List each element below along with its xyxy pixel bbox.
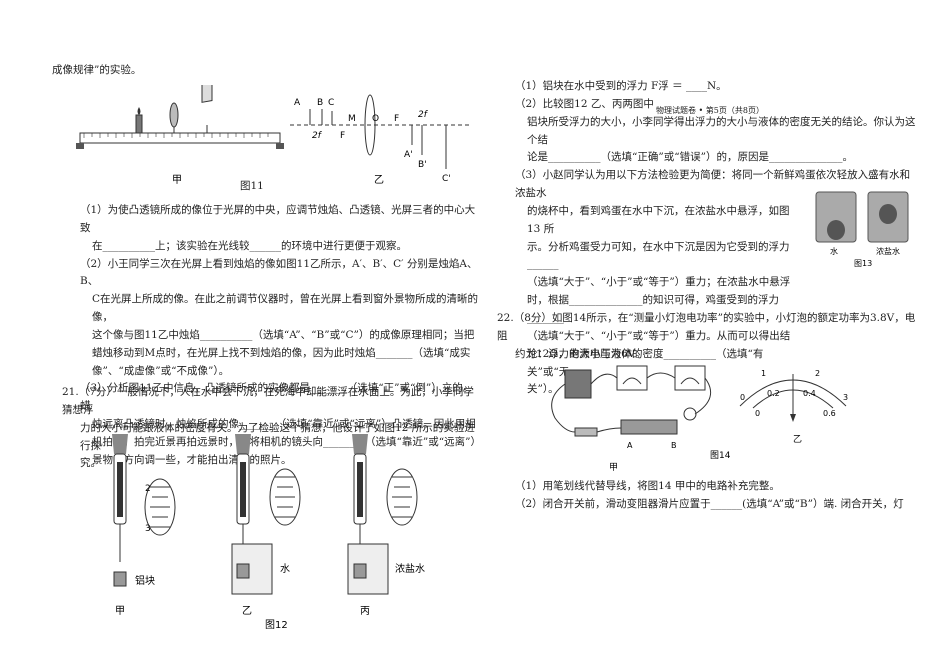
question-21: 21.（7分）一般情况下，人在水中会下沉，在死海中却能漂浮在水面上。为此，小李同… [62, 384, 482, 473]
figure-11: 甲 A B C M O F 2f F 2f A' B' C' 乙 [62, 75, 482, 190]
fig14-caption: 图14 [710, 450, 731, 461]
q20-part2-line2: C在光屏上所成的像。在此之前调节仪器时，曾在光屏上看到窗外景物所成的清晰的像， [92, 293, 479, 324]
q21-line3: 究。 [80, 457, 101, 470]
q22-part1: （1）用笔划线代替导线，将图14 甲中的电路补充完整。 [515, 480, 780, 492]
r-q2-line3: 论是__________（选填“正确”或“错误”）的，原因是__________… [527, 151, 853, 164]
meter-outer-1: 1 [761, 369, 766, 378]
spring-scale-bing [347, 434, 418, 595]
fig11-point-C: C [328, 98, 334, 108]
r-q2-line1: （2）比较图12 乙、丙两图中 [515, 97, 654, 110]
meter-inner-04: 0.4 [803, 389, 816, 398]
fig12-yi-label: 乙 [242, 605, 252, 617]
fig11-image-A: A' [404, 150, 413, 160]
figure-14-drawing: A B 甲 图14 0 1 2 3 0 0.2 0.4 0.6 乙 [551, 365, 848, 473]
fig11-point-F-right: F [394, 114, 399, 124]
r-q1: （1）铝块在水中受到的浮力 F浮 ＝ ____N。 [515, 80, 727, 92]
fig12-bing-label: 丙 [360, 606, 370, 617]
r-q3-line6: （选填“大于”、“小于”或“等于”）重力。从而可以得出结 [527, 329, 791, 342]
fig14-yi-label: 乙 [793, 434, 802, 445]
q20-part1-line1: （1）为使凸透镜所成的像位于光屏的中央，应调节烛焰、凸透镜、光屏三者的中心大致 [80, 204, 476, 234]
question-22-parts: （1）用笔划线代替导线，将图14 甲中的电路补充完整。 （2）闭合开关前，滑动变… [497, 478, 917, 514]
fig13-brine-label: 浓盐水 [876, 246, 900, 256]
figure-13-drawing: 水 浓盐水 图13 [815, 191, 909, 268]
fig12-jia-tick-3: 3 [145, 524, 151, 534]
q20-part2-line3: 这个像与图11乙中烛焰__________（选填“A”、“B”或“C”）的成像原… [92, 328, 475, 341]
meter-inner-06: 0.6 [823, 409, 836, 418]
q20-part2-line4: 蜡烛移动到M点时，在光屏上找不到烛焰的像，因为此时烛焰_______（选填“成实 [92, 346, 471, 359]
q22-line1: 22.（8分）如图14所示，在“测量小灯泡电功率”的实验中，小灯泡的额定功率为3… [497, 312, 916, 342]
page-header: 物理试题卷 • 第5页（共8页） [656, 106, 764, 115]
q20-part3-line3: 机拍照，拍完近景再拍远景时，应将相机的镜头向________（选填“靠近”或“远… [92, 435, 481, 448]
fig12-jia-tick-2: 2 [145, 484, 151, 494]
fig11-image-C: C' [442, 174, 451, 184]
fig11-point-M: M [348, 114, 356, 124]
meter-outer-0: 0 [740, 393, 745, 402]
fig11-point-2f-right: 2f [418, 110, 429, 120]
q20-part2-line1: （2）小王同学三次在光屏上看到烛焰的像如图11乙所示，A′、B′、C′ 分别是烛… [80, 257, 478, 288]
fig13-water-label: 水 [830, 246, 838, 256]
meter-inner-0: 0 [755, 409, 760, 418]
q20-part3-line2: 烛远离凸透镜时，烛焰所成的像_______（选填“靠近”或“远离”）凸透镜。因此… [92, 418, 476, 431]
fig12-caption: 图12 [265, 619, 288, 631]
q20-part3-line1: （3）分析图11乙中信息，凸透镜所成的实像都是_______（选填“正”或“倒”… [80, 382, 474, 413]
figure-14: A B 甲 图14 0 1 2 3 0 0.2 0.4 0.6 乙 [535, 358, 865, 478]
fig11-jia-label: 甲 [172, 175, 182, 186]
question-22: 22.（8分）如图14所示，在“测量小灯泡电功率”的实验中，小灯泡的额定功率为3… [497, 310, 917, 364]
fig12-water-label: 水 [280, 563, 290, 575]
spring-scale-jia [112, 434, 176, 587]
r-q3-line2: 的烧杯中，看到鸡蛋在水中下沉，在浓盐水中悬浮，如图13 所 [527, 204, 790, 235]
fig14-jia-label: 甲 [609, 462, 618, 473]
fig14-point-B: B [671, 441, 677, 450]
r-q2-line2: 铝块所受浮力的大小，小李同学得出浮力的大小与液体的密度无关的结论。你认为这个结 [527, 115, 916, 146]
meter-inner-02: 0.2 [767, 389, 780, 398]
fig12-brine-label: 浓盐水 [395, 562, 425, 575]
fig11-point-O: O [372, 114, 379, 124]
figure-12-drawing: 2 3 铝块 甲 水 乙 [112, 434, 425, 631]
meter-outer-3: 3 [843, 393, 848, 402]
r-q3-line5: 时，根据______________的知识可得，鸡蛋受到的浮力_______ [527, 294, 779, 324]
r-q3-line4: （选填“大于”、“小于”或“等于”）重力；在浓盐水中悬浮 [527, 276, 791, 289]
r-q3-line7: 论：浮力的大小与液体的密度__________（选填“有关”或“无 [527, 347, 764, 378]
r-q3-line3: 示。分析鸡蛋受力可知，在水中下沉是因为它受到的浮力______ [527, 240, 790, 271]
fig14-point-A: A [627, 441, 633, 450]
q20-part1-line2: 在__________上；该实验在光线较______的环境中进行更便于观察。 [92, 239, 407, 252]
fig11-point-B: B [317, 98, 323, 108]
fig11-image-B: B' [418, 160, 427, 170]
figure-12: 2 3 铝块 甲 水 乙 [90, 432, 470, 632]
r-q3-wrap: 的烧杯中，看到鸡蛋在水中下沉，在浓盐水中悬浮，如图13 所 示。分析鸡蛋受力可知… [497, 203, 797, 399]
q22-part2: （2）闭合开关前，滑动变阻器滑片应置于______(选填“A”或“B”）端. 闭… [515, 497, 904, 510]
fig11-yi-label: 乙 [374, 174, 384, 186]
r-q3-line8: 关”）。 [527, 383, 559, 396]
q21-line2: 力的大小可能跟液体的密度有关。为了检验这个猜想，他设计了如图12 所示的实验进行… [80, 421, 475, 452]
figure-13: 水 浓盐水 图13 [812, 190, 917, 270]
fig11-point-A: A [294, 98, 301, 108]
fig12-jia-label: 甲 [115, 606, 125, 617]
q21-line1: 21.（7分）一般情况下，人在水中会下沉，在死海中却能漂浮在水面上。为此，小李同… [62, 386, 474, 416]
intro-text: 成像规律”的实验。 [52, 64, 142, 76]
q20-part2-line5: 像”、“成虚像”或“不成像”）。 [92, 364, 230, 377]
fig12-block-label: 铝块 [135, 575, 155, 587]
fig13-caption: 图13 [854, 259, 872, 268]
r-q3-line1: （3）小赵同学认为用以下方法检验更为简便：将同一个新鲜鸡蛋依次轻放入盛有水和浓盐… [515, 169, 911, 200]
q22-line2: 约为12Ω，电源电压为6V。 [515, 347, 646, 360]
left-column: 成像规律”的实验。 [52, 62, 472, 80]
spring-scale-yi [231, 434, 301, 595]
fig11-point-2f-left: 2f [312, 131, 323, 141]
figure-11-drawing: 甲 A B C M O F 2f F 2f A' B' C' 乙 [76, 75, 470, 186]
question-20: （1）为使凸透镜所成的像位于光屏的中央，应调节烛焰、凸透镜、光屏三者的中心大致 … [62, 202, 482, 470]
right-column: （1）铝块在水中受到的浮力 F浮 ＝ ____N。 （2）比较图12 乙、丙两图… [497, 78, 917, 399]
meter-outer-2: 2 [815, 369, 820, 378]
fig11-point-F-left: F [340, 131, 345, 141]
figure-11-caption: 图11 [240, 180, 264, 192]
